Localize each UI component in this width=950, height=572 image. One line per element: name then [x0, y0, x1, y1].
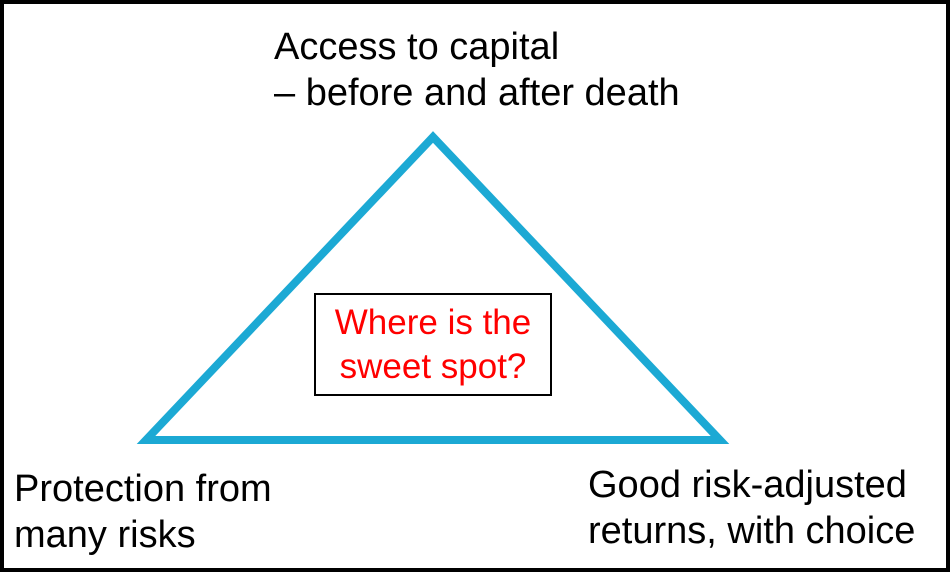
- top-vertex-label: Access to capital – before and after dea…: [274, 26, 680, 115]
- bottom-right-vertex-label: Good risk-adjusted returns, with choice: [588, 464, 916, 553]
- sweet-spot-box: Where is the sweet spot?: [314, 293, 552, 396]
- triangle-shape: [136, 131, 730, 444]
- triangle-outline: [136, 131, 730, 444]
- sweet-spot-text: Where is the sweet spot?: [334, 302, 532, 386]
- bottom-left-vertex-label: Protection from many risks: [14, 468, 272, 557]
